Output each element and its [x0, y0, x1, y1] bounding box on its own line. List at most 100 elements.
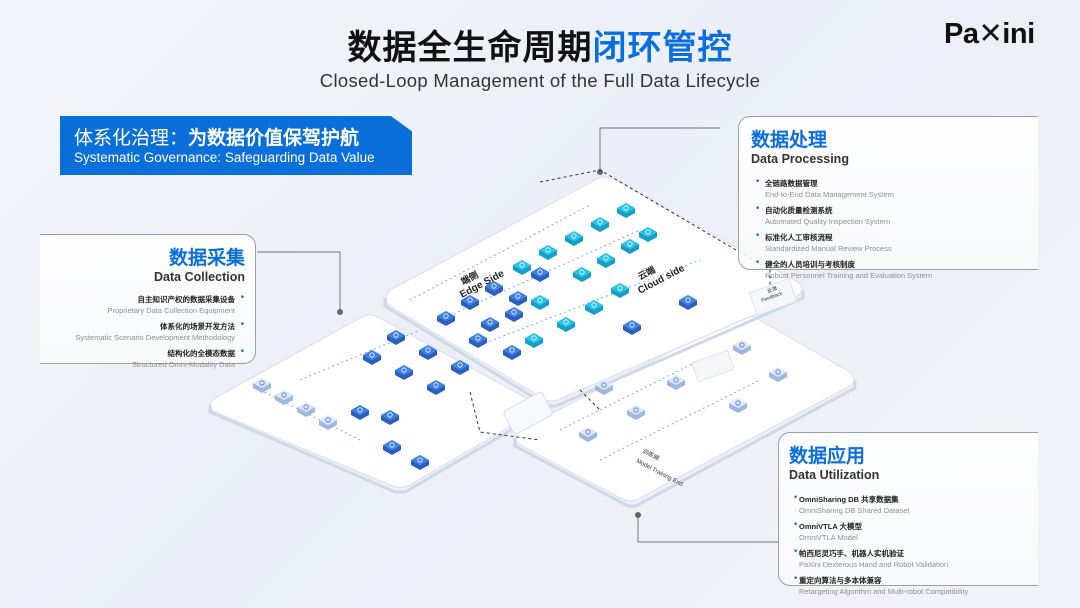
- edge-node-icon: [503, 345, 521, 360]
- bullet-icon: •: [239, 347, 245, 357]
- edge-node-icon: [395, 365, 413, 380]
- pipeline-node-icon: [769, 367, 787, 382]
- processing-connector: [599, 127, 720, 172]
- edge-cloud-platform: [385, 176, 803, 402]
- pipeline-node-icon: [729, 398, 747, 413]
- item-cn: 体系化的场景开发方法: [160, 322, 235, 331]
- pipeline-node-icon: [319, 415, 337, 430]
- cloud-node-icon: [513, 260, 531, 275]
- utilization-title-en: Data Utilization: [789, 468, 880, 482]
- title-main: 数据全生命周期: [347, 28, 593, 68]
- item-en: Structured Omni-Modality Data: [132, 360, 235, 369]
- item-en: OmniSharing DB Shared Dataset: [799, 506, 910, 515]
- item-en: End-to-End Data Management System: [765, 190, 894, 199]
- list-item: • 体系化的场景开发方法 Systematic Scenario Developme…: [40, 320, 245, 343]
- edge-node-icon: [387, 330, 405, 345]
- edge-node-icon: [623, 320, 641, 335]
- bullet-icon: •: [793, 547, 799, 557]
- list-item: • 标准化人工审核流程 Standardized Manual Review Pro…: [751, 231, 1038, 254]
- edge-node-icon: [485, 281, 503, 296]
- item-cn: 重定向算法与多本体兼容: [799, 576, 882, 585]
- cloud-node-icon: [531, 295, 549, 310]
- cloud-node-icon: [525, 333, 543, 348]
- item-en: Robust Personnel Training and Evaluation…: [765, 271, 933, 280]
- feedback-label-cn: 反馈: [766, 285, 778, 295]
- edge-node-icon: [351, 405, 369, 420]
- item-cn: 全链路数据管理: [765, 179, 818, 188]
- edge-node-icon: [381, 410, 399, 425]
- banner-bold: 为数据价值保驾护航: [188, 127, 360, 149]
- edge-node-icon: [469, 333, 487, 348]
- training-platform-edge: [513, 380, 857, 508]
- cloud-node-icon: [557, 317, 575, 332]
- bullet-icon: •: [239, 293, 245, 303]
- cloud-node-icon: [565, 231, 583, 246]
- cloud-node-icon: [573, 267, 591, 282]
- cloud-node-icon: [597, 253, 615, 268]
- page-subtitle: Closed-Loop Management of the Full Data …: [319, 70, 761, 91]
- bullet-icon: •: [755, 258, 761, 268]
- cloud-node-icon: [585, 300, 603, 315]
- item-en: OmniVTLA Model: [799, 533, 858, 542]
- item-cn: 标准化人工审核流程: [765, 233, 833, 242]
- governance-banner: 体系化治理：为数据价值保驾护航 Systematic Governance: S…: [60, 116, 412, 175]
- cloud-node-icon: [611, 283, 629, 298]
- utilization-connector-dot: [635, 512, 641, 518]
- cloud-node-icon: [639, 227, 657, 242]
- item-en: PaXini Dexterous Hand and Robot Validati…: [799, 560, 949, 569]
- title-accent: 闭环管控: [592, 28, 733, 68]
- inner-dotted-lines: [259, 204, 761, 461]
- bullet-icon: •: [239, 320, 245, 330]
- edge-node-icon: [509, 291, 527, 306]
- edge-node-icon: [461, 295, 479, 310]
- list-item: •自主知识产权的数据采集设备 Proprietary Data Collectio…: [40, 293, 245, 316]
- pipeline-node-icon: [595, 380, 613, 395]
- list-item: •帕西尼灵巧手、机器人实机验证 PaXini Dexterous Hand and…: [789, 547, 1038, 570]
- item-cn: 帕西尼灵巧手、机器人实机验证: [799, 549, 904, 558]
- item-en: Automated Quality Inspection System: [765, 217, 891, 226]
- edge-node-icon: [437, 311, 455, 326]
- pipeline-node-icon: [667, 375, 685, 390]
- item-cn: OmniSharing DB 共享数据集: [799, 495, 899, 504]
- bullet-icon: •: [755, 231, 761, 241]
- collection-title-en: Data Collection: [154, 270, 245, 284]
- cloud-node-icon: [539, 245, 557, 260]
- pipeline-node-icon: [579, 427, 597, 442]
- edge-node-icon: [505, 307, 523, 322]
- list-item: •OmniVTLA 大模型 OmniVTLA Model: [789, 520, 1038, 543]
- utilization-title-cn: 数据应用: [789, 445, 866, 467]
- bullet-icon: •: [793, 520, 799, 530]
- item-cn: 自主知识产权的数据采集设备: [137, 295, 236, 304]
- pipeline-node-icon: [253, 378, 271, 393]
- pipeline-node-icon: [275, 390, 293, 405]
- loop-dashed-path: [469, 169, 771, 441]
- processing-title-en: Data Processing: [751, 152, 849, 166]
- collection-connector-dot: [337, 309, 343, 315]
- edge-node-icon: [419, 345, 437, 360]
- edge-node-icon: [531, 267, 549, 282]
- cloud-node-icon: [621, 239, 639, 254]
- item-en: Standardized Manual Review Process: [765, 244, 892, 253]
- feedback-box-top: [748, 277, 798, 317]
- icon-tiles: [253, 203, 787, 470]
- item-cn: 自动化质量检测系统: [765, 206, 833, 215]
- pipeline-node-icon: [297, 402, 315, 417]
- item-cn: 结构化的全模态数据: [167, 349, 236, 358]
- item-en: Systematic Scenario Development Methodol…: [75, 333, 235, 342]
- item-cn: OmniVTLA 大模型: [799, 522, 863, 531]
- callout-connectors: [257, 127, 780, 543]
- bullet-icon: •: [793, 574, 799, 584]
- cloud-node-icon: [591, 217, 609, 232]
- item-en: Proprietary Data Collection Equipment: [107, 306, 235, 315]
- banner-en: Systematic Governance: Safeguarding Data…: [74, 150, 375, 165]
- edge-node-icon: [679, 295, 697, 310]
- edge-node-icon: [481, 317, 499, 332]
